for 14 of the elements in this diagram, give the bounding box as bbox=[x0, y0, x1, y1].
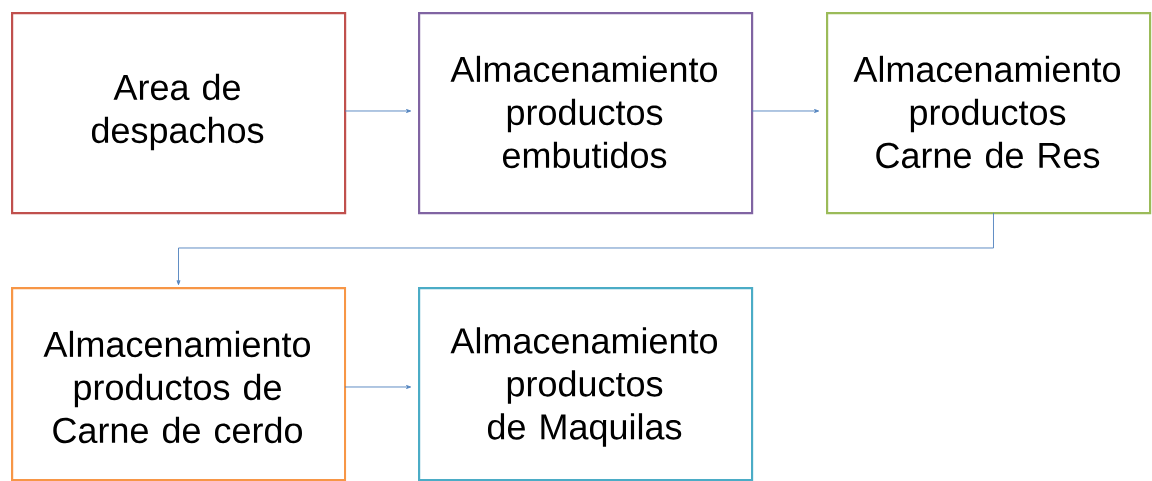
box-text: Almacenamiento productos Carne de Res bbox=[853, 55, 1120, 169]
arrow bbox=[176, 212, 994, 286]
arrow bbox=[344, 385, 412, 389]
box-text: Almacenamiento productos embutidos bbox=[450, 55, 717, 169]
arrow bbox=[344, 109, 412, 113]
box-text: Almacenamiento productos de Carne de cerdo bbox=[43, 330, 310, 444]
box-text: Area de despachos bbox=[91, 73, 264, 151]
arrow bbox=[751, 109, 820, 113]
box-text: Almacenamiento productos de Maquilas bbox=[450, 327, 717, 447]
process-box bbox=[826, 12, 1152, 215]
process-box bbox=[418, 12, 754, 215]
process-box bbox=[418, 287, 754, 481]
process-box bbox=[11, 12, 347, 215]
process-box bbox=[11, 287, 347, 481]
